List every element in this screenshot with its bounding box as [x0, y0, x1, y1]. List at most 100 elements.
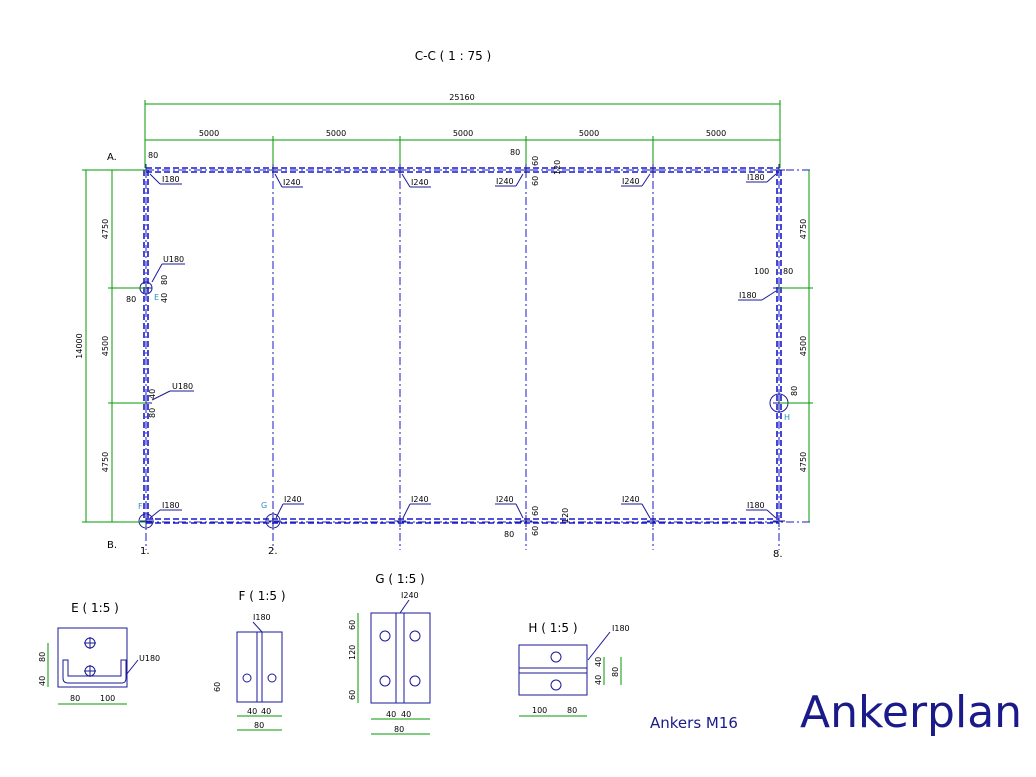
detail-circle-g	[265, 513, 281, 529]
detail-h-dim: 80	[611, 667, 620, 677]
left-span-1: 4750	[101, 219, 110, 239]
top-beam-label: I240	[411, 178, 429, 187]
bottom-beam-labels: I180 I240 I240 I240 I240 I180	[149, 495, 777, 519]
detail-g-dim: 60	[348, 620, 357, 630]
small-dim-label: 60	[531, 506, 540, 516]
detail-g-dim: 60	[348, 690, 357, 700]
small-dim-label: 120	[553, 160, 562, 175]
node-marker	[140, 515, 152, 527]
small-dim-label: 100	[754, 267, 769, 276]
side-profile-label: U180	[172, 382, 193, 391]
bay-length-5: 5000	[706, 129, 726, 138]
right-dimensions: 4750 4500 4750	[779, 170, 813, 522]
side-profile-labels: U180 U180 I180	[151, 255, 777, 401]
overall-length-dimension: 25160	[144, 93, 781, 168]
bottom-beam-label: I240	[496, 495, 514, 504]
detail-f-label: F ( 1:5 )	[238, 589, 285, 603]
small-dim-label: 60	[531, 176, 540, 186]
side-profile-label: I180	[739, 291, 757, 300]
detail-f-dim: 60	[213, 682, 222, 692]
node-marker	[520, 515, 532, 527]
small-dim-label: 80	[148, 151, 158, 160]
width-label: 14000	[75, 333, 84, 358]
right-span-2: 4500	[799, 336, 808, 356]
detail-h: H ( 1:5 ) I180 100 80 40 40 80	[518, 621, 630, 717]
top-beam-label: I180	[747, 173, 765, 182]
bay-length-1: 5000	[199, 129, 219, 138]
detail-g-dim: 120	[348, 645, 357, 660]
detail-f-dim: 40	[247, 707, 257, 716]
small-dim-label: 60	[531, 156, 540, 166]
bay-dimensions: 5000 5000 5000 5000 5000	[145, 129, 780, 170]
bottom-beam-label: I180	[162, 501, 180, 510]
column-nodes	[140, 164, 785, 527]
node-marker	[267, 515, 279, 527]
bottom-beam-label: I240	[622, 495, 640, 504]
anchor-spec-label: Ankers M16	[650, 714, 738, 732]
bottom-beam-label: I240	[411, 495, 429, 504]
detail-h-dim: 100	[532, 706, 547, 715]
top-beam-label: I240	[496, 177, 514, 186]
beams	[143, 167, 782, 524]
detail-g-profile: I240	[401, 591, 419, 600]
node-marker	[773, 515, 785, 527]
detail-e-dim: 100	[100, 694, 115, 703]
node-marker	[394, 515, 406, 527]
top-beam-label: I240	[283, 178, 301, 187]
small-dim-label: 80	[148, 408, 157, 418]
small-dim-label: 80	[504, 530, 514, 539]
small-dim-label: 80	[783, 267, 793, 276]
node-marker	[773, 164, 785, 176]
node-marker	[647, 164, 659, 176]
detail-g-dim: 80	[394, 725, 404, 734]
detail-marker-f: F	[138, 502, 143, 511]
small-dim-label: 40	[148, 389, 157, 399]
node-marker	[647, 515, 659, 527]
detail-f-dim: 80	[254, 721, 264, 730]
node-marker	[267, 164, 279, 176]
node-marker	[520, 164, 532, 176]
detail-h-dim: 40	[594, 675, 603, 685]
grid-label-1: 1.	[140, 546, 150, 557]
detail-marker-g: G	[261, 501, 267, 510]
small-dim-label: 40	[160, 293, 169, 303]
plan-view-label: C-C ( 1 : 75 )	[415, 49, 491, 63]
detail-h-label: H ( 1:5 )	[528, 621, 577, 635]
small-dim-label: 120	[561, 508, 570, 523]
detail-marker-h: H	[784, 413, 790, 422]
detail-f: F ( 1:5 ) I180 60 40 40 80	[213, 589, 286, 731]
detail-g-dim: 40	[401, 710, 411, 719]
bottom-beam-label: I180	[747, 501, 765, 510]
detail-e-label: E ( 1:5 )	[71, 601, 119, 615]
detail-e-dim: 80	[70, 694, 80, 703]
bay-length-3: 5000	[453, 129, 473, 138]
row-label-b: B.	[107, 540, 117, 551]
detail-g-label: G ( 1:5 )	[375, 572, 424, 586]
detail-e-dim: 40	[38, 676, 47, 686]
detail-h-dim: 80	[567, 706, 577, 715]
right-span-3: 4750	[799, 452, 808, 472]
side-profile-label: U180	[163, 255, 184, 264]
detail-f-profile: I180	[253, 613, 271, 622]
detail-g-dim: 40	[386, 710, 396, 719]
detail-g: G ( 1:5 ) I240 60 120 60 40 40 80	[348, 572, 431, 735]
left-span-2: 4500	[101, 336, 110, 356]
detail-circle-f	[138, 513, 154, 529]
grid-label-8: 8.	[773, 549, 783, 560]
detail-e-dim: 80	[38, 652, 47, 662]
left-span-3: 4750	[101, 452, 110, 472]
overall-length-label: 25160	[449, 93, 474, 102]
bay-length-2: 5000	[326, 129, 346, 138]
small-dimensions: 80 80 60 120 60 80 80 40 40 80 100 80 80…	[126, 148, 799, 539]
bottom-beam-label: I240	[284, 495, 302, 504]
small-dim-label: 80	[160, 275, 169, 285]
node-marker	[394, 164, 406, 176]
small-dim-label: 80	[790, 386, 799, 396]
left-dimensions: 14000 4750 4500 4750	[75, 169, 146, 523]
small-dim-label: 60	[531, 526, 540, 536]
bay-length-4: 5000	[579, 129, 599, 138]
small-dim-label: 80	[126, 295, 136, 304]
small-dim-label: 80	[510, 148, 520, 157]
detail-f-dim: 40	[261, 707, 271, 716]
